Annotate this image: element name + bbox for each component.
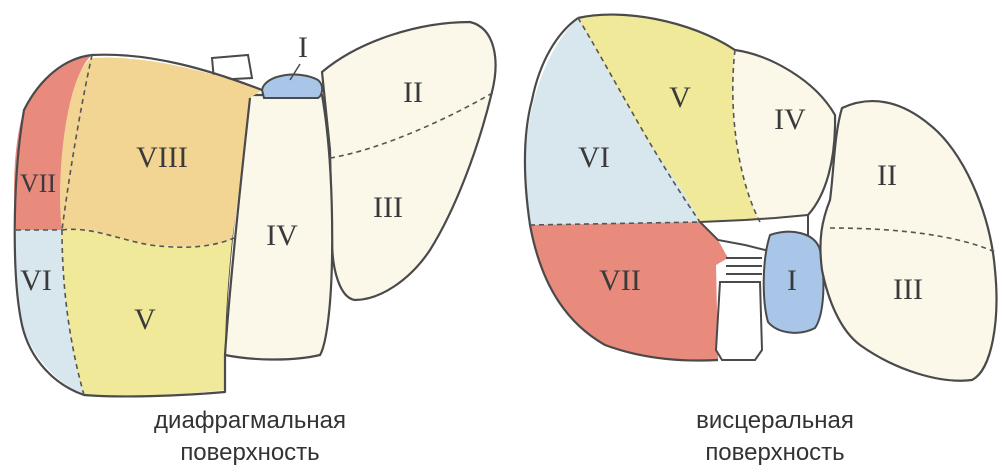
caption-visceral: висцеральная поверхность (625, 405, 925, 469)
label-left-iii: III (373, 191, 403, 224)
label-right-vi: VI (578, 141, 610, 174)
label-right-vii: VII (599, 264, 641, 297)
diaphragmatic-view: I II III IV V VI VII VIII (14, 22, 495, 396)
label-right-i: I (787, 264, 797, 297)
label-right-ii: II (877, 159, 897, 192)
label-left-v: V (134, 303, 156, 336)
label-right-iv: IV (774, 103, 806, 136)
caption-diaphragmatic: диафрагмальная поверхность (100, 405, 400, 469)
segment-ii-iii-region-visceral (820, 101, 996, 381)
label-left-ii: II (403, 76, 423, 109)
segment-i-region (262, 75, 322, 98)
label-left-i: I (298, 31, 308, 64)
label-left-iv: IV (266, 219, 298, 252)
segment-ii-iii-region (322, 22, 496, 300)
label-left-vii: VII (20, 169, 56, 198)
label-right-iii: III (893, 273, 923, 306)
visceral-view: V IV VI VII I II III (524, 15, 996, 381)
label-left-viii: VIII (136, 141, 188, 174)
vena-cava (716, 282, 762, 360)
label-left-vi: VI (20, 264, 52, 297)
label-right-v: V (669, 81, 691, 114)
